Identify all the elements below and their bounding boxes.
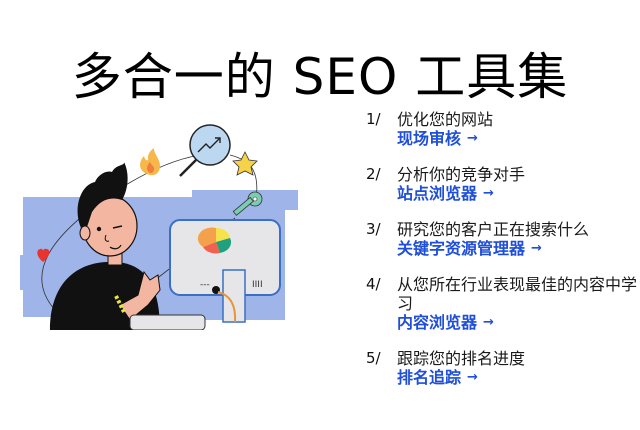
arrow-right-icon: → <box>531 241 542 256</box>
fire-icon <box>140 148 160 176</box>
content-explorer-link[interactable]: 内容浏览器 → <box>397 313 494 333</box>
monitor: --- IIII <box>169 219 281 323</box>
star-icon <box>232 151 258 176</box>
step-description: 跟踪您的排名进度 <box>397 349 526 368</box>
link-label: 站点浏览器 <box>397 184 478 203</box>
step-description: 分析你的竞争对手 <box>397 165 526 184</box>
growth-chart-magnifier-icon <box>179 124 231 177</box>
link-label: 现场审核 <box>397 129 462 148</box>
keywords-explorer-link[interactable]: 关键字资源管理器 → <box>397 239 542 259</box>
step-description: 优化您的网站 <box>397 110 494 129</box>
arrow-right-icon: → <box>483 186 494 201</box>
heart-icon <box>37 248 50 262</box>
pie-chart-icon <box>197 227 232 254</box>
site-explorer-link[interactable]: 站点浏览器 → <box>397 184 494 204</box>
step-number: 1/ <box>366 110 381 128</box>
step-item: 5/ 跟踪您的排名进度 排名追踪 → <box>366 349 640 388</box>
site-audit-link[interactable]: 现场审核 → <box>397 129 478 149</box>
hero-illustration: --- IIII <box>20 100 340 331</box>
arrow-right-icon: → <box>483 315 494 330</box>
link-label: 关键字资源管理器 <box>397 239 526 258</box>
step-description: 从您所在行业表现最佳的内容中学习 <box>397 275 638 313</box>
steps-list: 1/ 优化您的网站 现场审核 → 2/ 分析你的竞争对手 站点浏览器 → 3/ … <box>366 110 640 404</box>
step-item: 1/ 优化您的网站 现场审核 → <box>366 110 640 149</box>
link-label: 排名追踪 <box>397 368 462 387</box>
key-icon <box>232 191 263 216</box>
character <box>50 162 206 331</box>
arrow-right-icon: → <box>467 131 478 146</box>
step-item: 2/ 分析你的竞争对手 站点浏览器 → <box>366 165 640 204</box>
step-description: 研究您的客户正在搜索什么 <box>397 220 590 239</box>
monitor-right-label: IIII <box>252 280 263 290</box>
step-number: 5/ <box>366 349 381 367</box>
step-number: 3/ <box>366 220 381 238</box>
step-item: 4/ 从您所在行业表现最佳的内容中学习 内容浏览器 → <box>366 275 640 333</box>
arrow-right-icon: → <box>467 370 478 385</box>
step-number: 4/ <box>366 275 381 293</box>
step-number: 2/ <box>366 165 381 183</box>
step-item: 3/ 研究您的客户正在搜索什么 关键字资源管理器 → <box>366 220 640 259</box>
link-label: 内容浏览器 <box>397 313 478 332</box>
rank-tracker-link[interactable]: 排名追踪 → <box>397 368 478 388</box>
page-title: 多合一的 SEO 工具集 <box>71 47 569 106</box>
monitor-left-label: --- <box>200 280 210 290</box>
